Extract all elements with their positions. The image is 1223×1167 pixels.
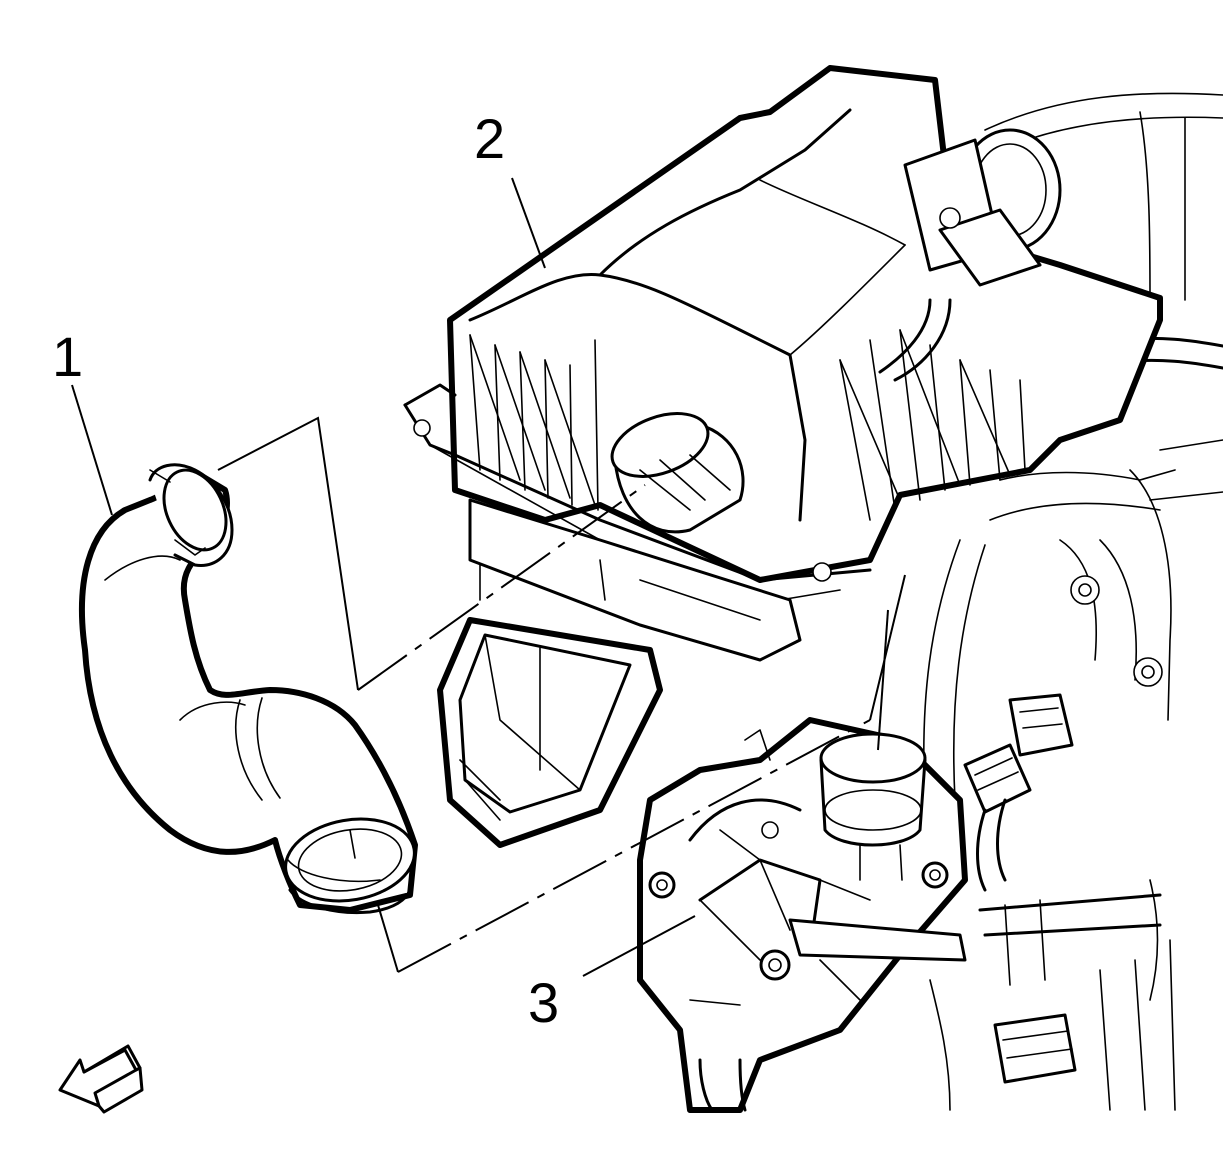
leader-line-1: [71, 384, 113, 516]
turbocharger-inlet: [637, 717, 968, 1113]
sensor-connector: [963, 693, 1074, 892]
air-cleaner-outlet: [610, 412, 745, 534]
front-direction-arrow-icon: [58, 1044, 144, 1114]
mass-air-flow-sensor: [878, 128, 1062, 382]
alignment-centerlines: [217, 416, 906, 973]
leader-line-3: [582, 915, 696, 977]
air-intake-hose: [79, 463, 418, 915]
callout-2: 2: [474, 107, 505, 170]
leader-lines: [71, 177, 696, 977]
callout-3: 3: [528, 971, 559, 1034]
air-cleaner-housing: [403, 65, 1163, 848]
callout-1: 1: [52, 325, 83, 388]
leader-line-2: [511, 177, 546, 269]
harness-connector: [993, 1013, 1077, 1084]
